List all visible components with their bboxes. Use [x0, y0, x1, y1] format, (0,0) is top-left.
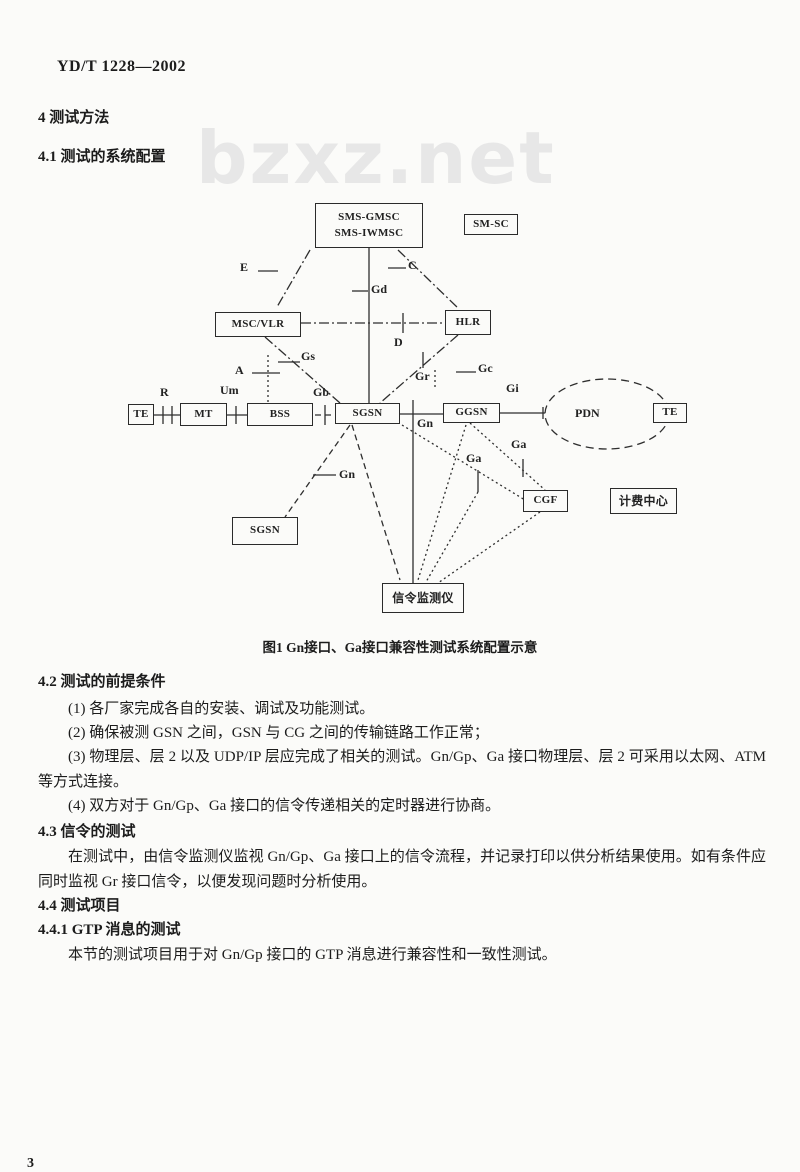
heading-4-2: 4.2 测试的前提条件: [38, 674, 166, 690]
interface-label-gd: Gd: [371, 282, 388, 296]
interface-label-d: D: [394, 335, 403, 349]
page-number: 3: [27, 1156, 34, 1171]
node-signaling-monitor: 信令监测仪: [382, 583, 464, 613]
node-sms-gmsc-label: SMS-GMSC: [338, 211, 400, 224]
interface-label-r: R: [160, 385, 169, 399]
node-ggsn: GGSN: [443, 403, 500, 423]
list-item-2: (2) 确保被测 GSN 之间，GSN 与 CG 之间的传输链路工作正常；: [68, 725, 489, 741]
node-sgsn-lower: SGSN: [232, 517, 298, 545]
figure-caption: 图1 Gn接口、Ga接口兼容性测试系统配置示意: [262, 640, 538, 655]
node-te-right: TE: [653, 403, 687, 423]
heading-4: 4 测试方法: [38, 110, 110, 126]
list-item-4: (4) 双方对于 Gn/Gp、Ga 接口的信令传递相关的定时器进行协商。: [68, 798, 501, 814]
interface-label-gc: Gc: [478, 361, 493, 375]
interface-label-um: Um: [220, 383, 239, 397]
interface-label-ga-right: Ga: [511, 437, 527, 451]
paragraph-4-4-1: 本节的测试项目用于对 Gn/Gp 接口的 GTP 消息进行兼容性和一致性测试。: [68, 947, 557, 963]
interface-label-gn-lower: Gn: [339, 467, 356, 481]
node-sms-iwmsc-label: SMS-IWMSC: [334, 226, 404, 239]
interface-label-c: C: [408, 258, 417, 272]
interface-label-a: A: [235, 363, 244, 377]
node-hlr: HLR: [445, 310, 491, 335]
interface-label-e: E: [240, 260, 249, 274]
watermark-bzxz: bzxz.net: [196, 116, 556, 200]
list-item-3: (3) 物理层、层 2 以及 UDP/IP 层应完成了相关的测试。Gn/Gp、G…: [38, 749, 766, 790]
interface-label-gr: Gr: [415, 369, 430, 383]
heading-4-3: 4.3 信令的测试: [38, 824, 136, 840]
node-sgsn: SGSN: [335, 403, 400, 424]
interface-label-gi: Gi: [506, 381, 519, 395]
node-msc-vlr: MSC/VLR: [215, 312, 301, 337]
heading-4-4: 4.4 测试项目: [38, 898, 121, 914]
node-cgf: CGF: [523, 490, 568, 512]
node-te-left: TE: [128, 404, 154, 425]
interface-label-ga-left: Ga: [466, 451, 482, 465]
node-sms-gmsc-iwmsc: SMS-GMSC SMS-IWMSC: [315, 203, 423, 248]
heading-4-1: 4.1 测试的系统配置: [38, 149, 166, 165]
interface-label-gn-link: Gn: [417, 416, 434, 430]
node-bss: BSS: [247, 403, 313, 426]
interface-label-gs: Gs: [301, 349, 316, 363]
document-number: YD/T 1228—2002: [57, 58, 186, 75]
node-mt: MT: [180, 403, 227, 426]
list-item-1: (1) 各厂家完成各自的安装、调试及功能测试。: [68, 701, 375, 717]
node-billing-center: 计费中心: [610, 488, 677, 514]
heading-4-4-1: 4.4.1 GTP 消息的测试: [38, 922, 181, 938]
node-sm-sc: SM-SC: [464, 214, 518, 235]
paragraph-4-3: 在测试中，由信令监测仪监视 Gn/Gp、Ga 接口上的信令流程，并记录打印以供分…: [38, 849, 766, 890]
interface-label-gb: Gb: [313, 385, 330, 399]
node-pdn: PDN: [575, 406, 600, 420]
